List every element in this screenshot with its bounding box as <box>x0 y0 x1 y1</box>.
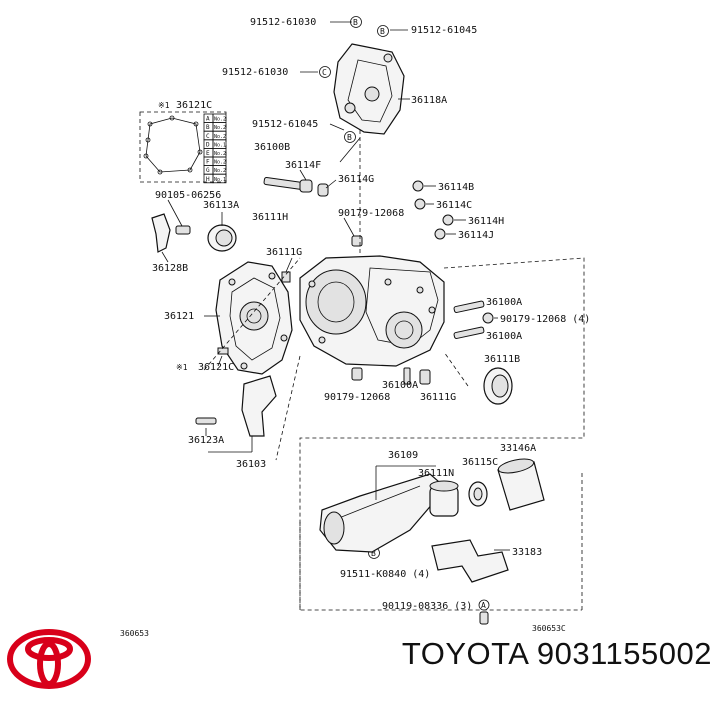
callout-36113a: 36113A <box>203 200 239 211</box>
seal-36115c <box>468 481 488 507</box>
callout-36100a-right: 36100A <box>486 331 522 342</box>
asterisk-mark-top: ※1 <box>158 101 170 110</box>
toyota-logo <box>7 629 91 689</box>
brand-name: TOYOTA <box>401 636 528 671</box>
small-parts-bottom <box>351 367 431 385</box>
inset-value-text: No.1 <box>214 142 226 148</box>
inset-key-text: H <box>206 176 210 183</box>
callout-36115c: 36115C <box>462 457 498 468</box>
inset-key-text: D <box>206 141 210 148</box>
oil-seal-36113a <box>207 212 237 252</box>
circle-mark-a: A <box>481 601 486 610</box>
callout-36128b: 36128B <box>152 263 188 274</box>
inset-key-text: C <box>206 133 210 140</box>
ref-code-right: 360653C <box>532 624 566 633</box>
callout-36111g-top: 36111G <box>266 247 302 258</box>
callout-36114j: 36114J <box>458 230 494 241</box>
cover-36103 <box>195 375 277 453</box>
callouts: 91512-61030 91512-61045 91512-61030 3611… <box>120 17 590 638</box>
callout-36114b: 36114B <box>438 182 474 193</box>
oil-seal-36111b <box>483 367 513 405</box>
bolts-upper <box>263 169 337 197</box>
callout-36114g: 36114G <box>338 174 374 185</box>
inset-key-text: G <box>206 167 210 174</box>
circle-mark-b3: B <box>347 133 352 142</box>
inset-value-text: No.2 <box>214 168 226 174</box>
inset-key-text: F <box>206 159 210 166</box>
circle-mark-c: C <box>322 68 327 77</box>
transfer-case <box>281 217 445 367</box>
inset-value-text: No.2 <box>214 134 226 140</box>
inset-key-text: A <box>206 116 210 123</box>
bracket-33183 <box>431 539 510 583</box>
inset-value-text: No.2 <box>214 117 226 123</box>
mount-bracket-36118a <box>333 43 405 135</box>
callout-33183: 33183 <box>512 547 542 558</box>
callout-36103: 36103 <box>236 459 266 470</box>
callout-36100a-bottom: 36100A <box>382 380 418 391</box>
asterisk-mark-bottom: ※1 <box>176 363 188 372</box>
sleeve-33146a <box>497 458 545 511</box>
guide-lines <box>203 130 585 611</box>
inset-value-text: No.1 <box>214 177 226 183</box>
sensor-36128b <box>151 199 191 263</box>
callout-36114c: 36114C <box>436 200 472 211</box>
callout-36111g-bottom: 36111G <box>420 392 456 403</box>
inset-value-text: No.2 <box>214 151 226 157</box>
callout-36111b: 36111B <box>484 354 520 365</box>
ref-code-left: 360653 <box>120 629 149 638</box>
callout-36121: 36121 <box>164 311 194 322</box>
callout-36100a-top: 36100A <box>486 297 522 308</box>
callout-36114h: 36114H <box>468 216 504 227</box>
callout-91512-61030-top: 91512-61030 <box>250 17 316 28</box>
bushing-36111n <box>429 480 459 517</box>
callout-91511-k0840: 91511-K0840 (4) <box>340 569 430 580</box>
callout-91512-61045-mid: 91512-61045 <box>252 119 318 130</box>
callout-36121c-bottom: 36121C <box>198 362 234 373</box>
studs-right <box>453 300 498 339</box>
circle-mark-b4: B <box>371 549 376 558</box>
callout-36121c-top: 36121C <box>176 100 212 111</box>
circle-mark-b2: B <box>380 27 385 36</box>
inset-value-text: No.2 <box>214 125 226 131</box>
callout-90119-08336: 90119-08336 (3) <box>382 601 472 612</box>
callout-90179-12068-right: 90179-12068 (4) <box>500 314 590 325</box>
callout-91512-61045-top: 91512-61045 <box>411 25 477 36</box>
callout-36111h: 36111H <box>252 212 288 223</box>
inset-value-cell <box>212 173 227 184</box>
bolt-90119 <box>479 611 489 625</box>
callout-36100b: 36100B <box>254 142 290 153</box>
callout-33146a: 33146A <box>500 443 536 454</box>
callout-91512-61030-mid: 91512-61030 <box>222 67 288 78</box>
callout-36123a: 36123A <box>188 435 224 446</box>
inset-key-text: E <box>206 150 210 157</box>
circle-mark-b: B <box>353 18 358 27</box>
callout-90179-12068-bottom: 90179-12068 <box>324 392 390 403</box>
callout-36114f: 36114F <box>285 160 321 171</box>
callout-36109: 36109 <box>388 450 418 461</box>
callout-90105-06256: 90105-06256 <box>155 190 221 201</box>
part-number: 9031155002 <box>536 636 712 671</box>
brand-caption: TOYOTA 9031155002 <box>0 636 712 672</box>
front-case-36121 <box>204 261 293 375</box>
callout-90179-12068-top: 90179-12068 <box>338 208 404 219</box>
inset-key-text: B <box>206 124 210 131</box>
top-leaders <box>300 21 410 163</box>
extension-housing-36109 <box>319 465 447 553</box>
callout-36111n: 36111N <box>418 468 454 479</box>
small-parts-right <box>412 180 466 240</box>
callout-36118a: 36118A <box>411 95 447 106</box>
inset-value-text: No.2 <box>214 160 226 166</box>
